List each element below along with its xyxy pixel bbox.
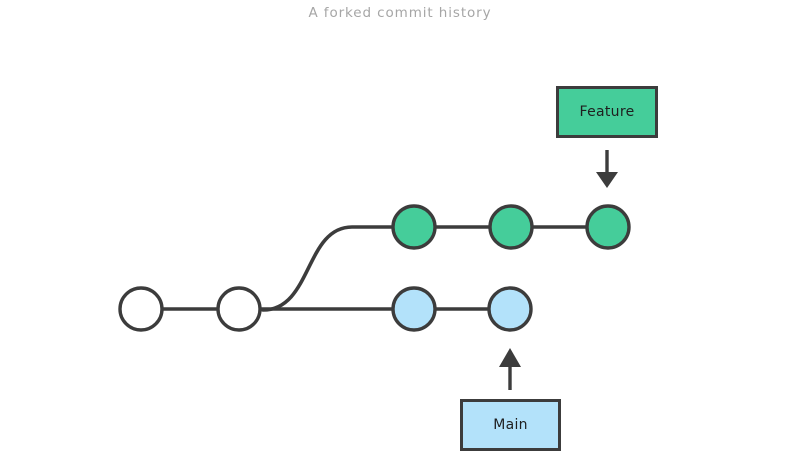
page-title: A forked commit history xyxy=(308,5,492,21)
edge-fork-curve xyxy=(261,225,398,312)
branch-label-feature[interactable]: Feature xyxy=(556,86,658,138)
branch-label-main-text: Main xyxy=(493,417,528,433)
branch-label-feature-text: Feature xyxy=(579,104,635,120)
commit-node-base-2[interactable] xyxy=(216,286,262,332)
commit-node-base-1[interactable] xyxy=(118,286,164,332)
arrow-up-icon xyxy=(499,348,521,390)
arrow-down-icon xyxy=(596,150,618,188)
commit-node-feature-2[interactable] xyxy=(488,204,534,250)
commit-node-feature-1[interactable] xyxy=(391,204,437,250)
commit-node-feature-3[interactable] xyxy=(585,204,631,250)
commit-node-main-2[interactable] xyxy=(487,286,533,332)
commit-node-main-1[interactable] xyxy=(391,286,437,332)
branch-label-main[interactable]: Main xyxy=(460,399,561,451)
